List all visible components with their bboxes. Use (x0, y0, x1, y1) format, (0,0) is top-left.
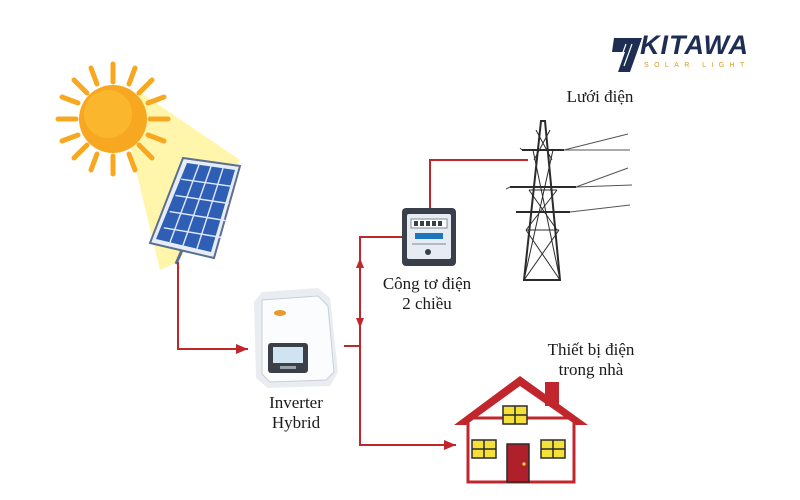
inverter-label-line2: Hybrid (271, 413, 321, 432)
wire-bus-to-house (359, 346, 456, 446)
wire-meter-to-grid (429, 159, 528, 208)
wire-arrows (236, 258, 456, 450)
meter-label-line2: 2 chiều (402, 294, 452, 313)
appliances-label-line1: Thiết bị điện (547, 340, 635, 359)
grid-label-text: Lưới điện (566, 87, 634, 106)
brand-tagline: SOLAR LIGHT (644, 62, 750, 69)
transmission-tower-icon (505, 120, 633, 281)
wiring (177, 159, 528, 446)
logo-emblem (612, 38, 642, 72)
solar-panel-icon (148, 156, 242, 265)
inverter-icon (254, 288, 338, 388)
electric-meter-icon (402, 208, 456, 266)
house-icon (454, 376, 588, 484)
meter-label-line1: Công tơ điện (382, 274, 472, 293)
grid-label: Lưới điện (550, 87, 650, 107)
inverter-label-line1: Inverter (269, 393, 323, 412)
appliances-label: Thiết bị điện trong nhà (526, 340, 656, 380)
brand-name: KITAWA (640, 30, 749, 60)
meter-label: Công tơ điện 2 chiều (362, 274, 492, 314)
wire-panel-to-inverter (177, 262, 248, 350)
inverter-label: Inverter Hybrid (248, 393, 344, 433)
wire-bus-to-meter (359, 236, 402, 346)
sun-icon (55, 61, 171, 177)
appliances-label-line2: trong nhà (558, 360, 624, 379)
